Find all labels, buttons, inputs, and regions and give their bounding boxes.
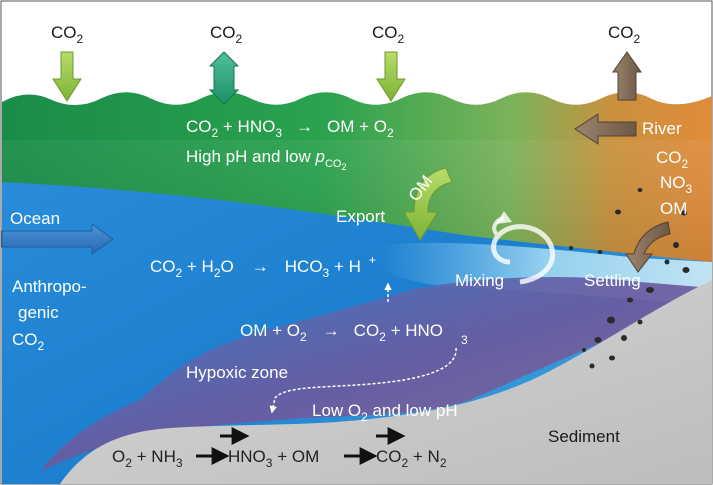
settling-particles bbox=[569, 188, 690, 369]
export-label: Export bbox=[336, 207, 385, 226]
co2-flux-arrow-up bbox=[612, 51, 642, 101]
export-om-arrow bbox=[403, 167, 453, 241]
river-no3-label: NO3 bbox=[660, 173, 693, 196]
co2-label-2: CO2 bbox=[210, 23, 243, 46]
co2-flux-arrow-down-1 bbox=[52, 51, 82, 102]
hypoxic-dashed-arrow bbox=[269, 347, 457, 414]
carbonate-reaction: CO2 + H2O→HCO3 + H+ bbox=[150, 253, 376, 280]
river-om-label: OM bbox=[660, 199, 687, 218]
nitrification-left: O2 + NH3 bbox=[112, 447, 183, 470]
photosynthesis-reaction: CO2 + HNO3→OM + O2 bbox=[186, 117, 394, 140]
hypoxic-water bbox=[40, 276, 712, 472]
co2-flux-arrow-bidirectional bbox=[208, 51, 240, 105]
anthropogenic-line2: genic bbox=[18, 303, 59, 322]
river-co2-label: CO2 bbox=[656, 148, 689, 171]
nitrification-right: HNO3 + OM bbox=[228, 447, 319, 470]
mixing-label: Mixing bbox=[455, 271, 504, 290]
low-oxygen-label: Low O2 and low pH bbox=[312, 401, 458, 424]
ocean-label: Ocean bbox=[10, 209, 60, 228]
co2-label-1: CO2 bbox=[51, 23, 84, 46]
co2-label-4: CO2 bbox=[608, 23, 641, 46]
co2-label-3: CO2 bbox=[372, 23, 405, 46]
sediment bbox=[60, 280, 712, 484]
river-label: River bbox=[642, 119, 682, 138]
settling-label: Settling bbox=[584, 271, 641, 290]
river-inflow-arrow bbox=[574, 113, 637, 145]
settling-arrow bbox=[625, 221, 671, 273]
atmosphere-co2-labels: CO2 CO2 CO2 CO2 bbox=[51, 23, 641, 46]
denitrification-right: CO2 + N2 bbox=[376, 447, 447, 470]
anthropogenic-line3: CO2 bbox=[12, 330, 45, 353]
co2-flux-arrow-down-2 bbox=[376, 51, 406, 102]
surface-condition-text: High pH and low pCO2 bbox=[186, 147, 346, 172]
hypoxic-zone-label: Hypoxic zone bbox=[186, 363, 288, 382]
mixing-swirl-head bbox=[496, 211, 512, 224]
ocean-inflow-arrow bbox=[1, 223, 114, 255]
sediment-label: Sediment bbox=[548, 427, 620, 446]
anthropogenic-line1: Anthropo- bbox=[12, 277, 87, 296]
